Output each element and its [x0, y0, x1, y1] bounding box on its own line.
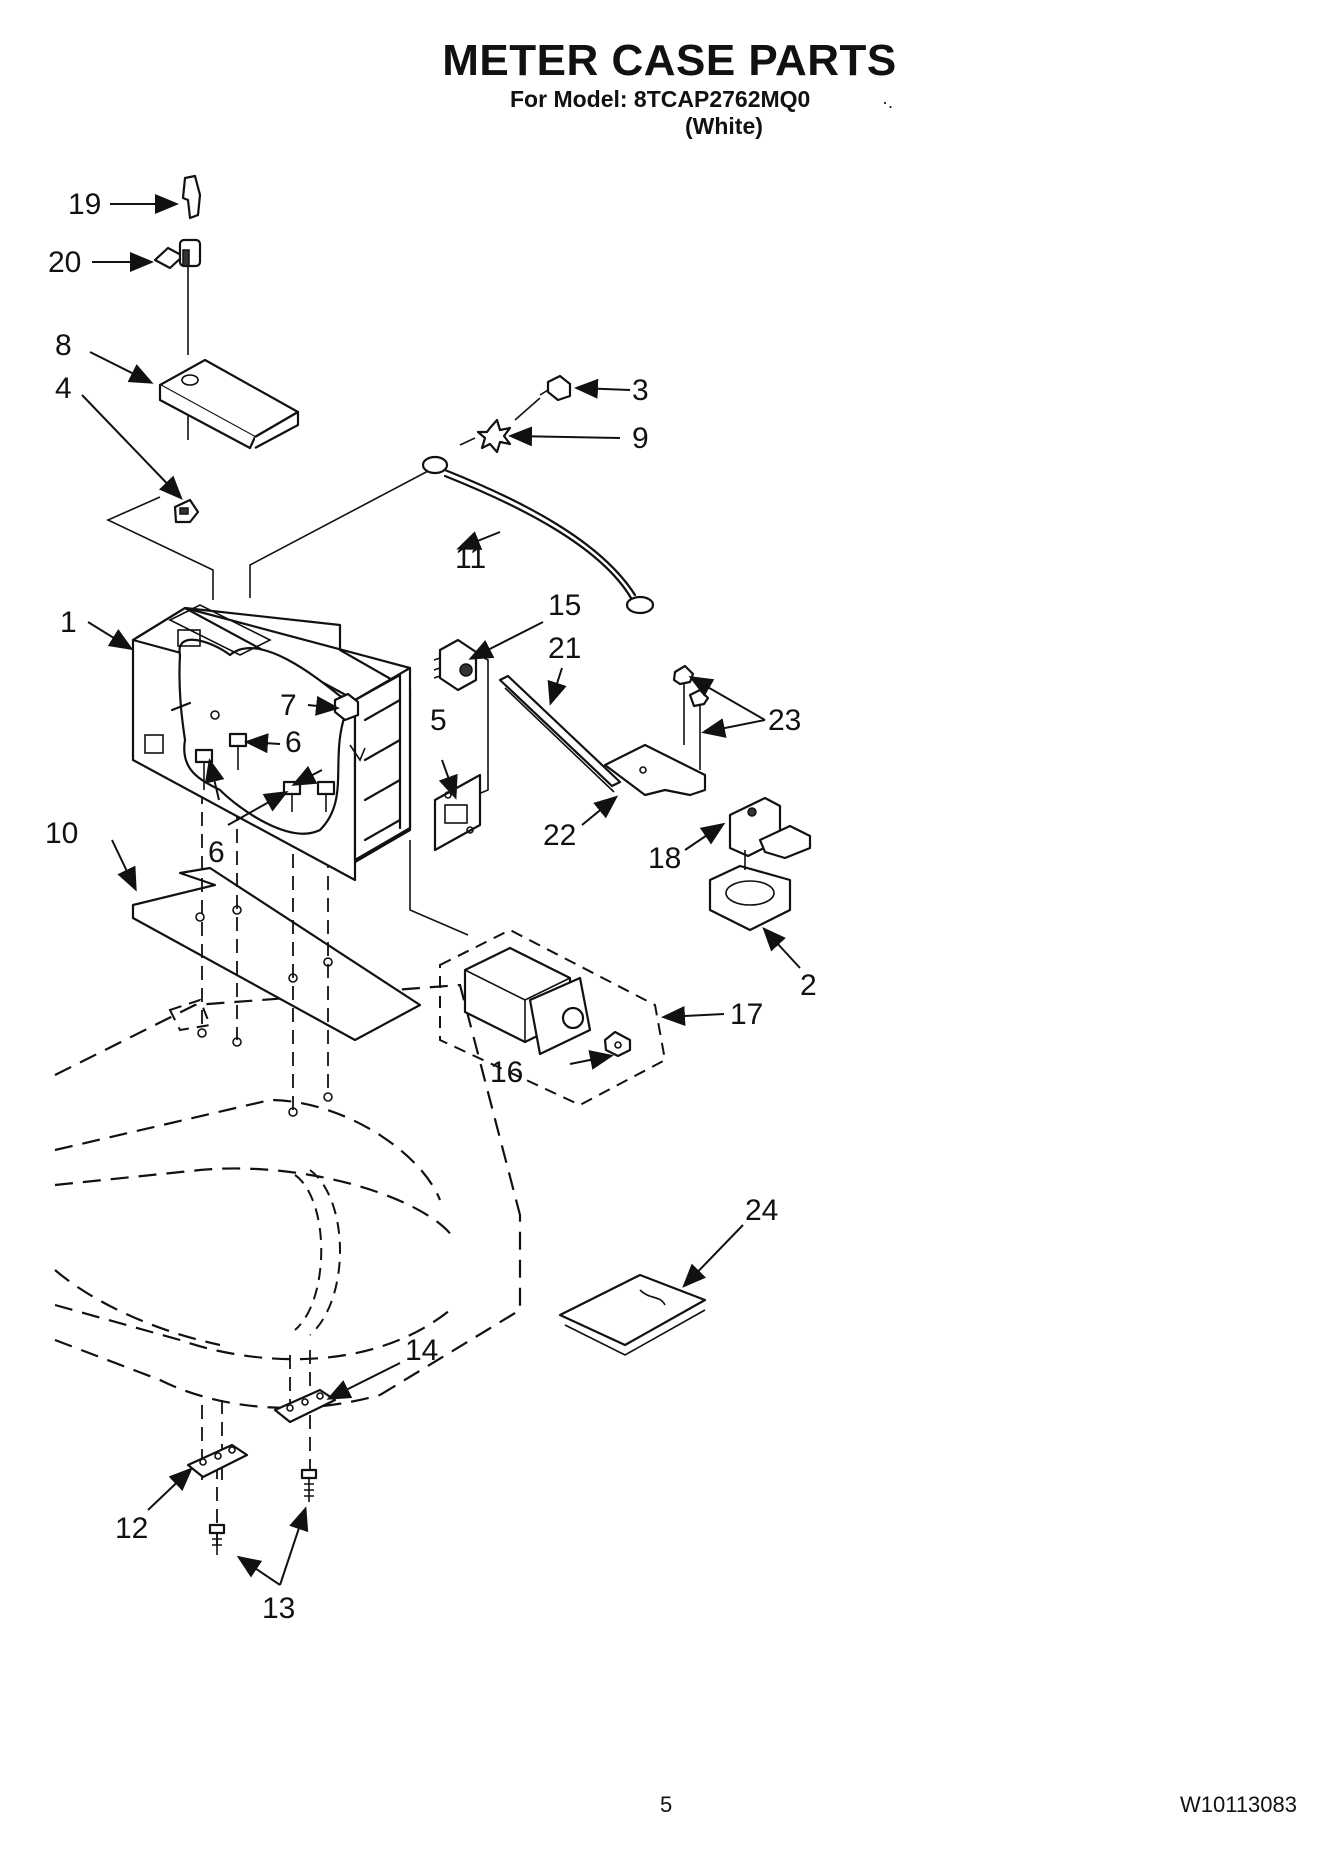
callout-labels: 19 20 8 4 3 9 11 1 15 21 7 6 5 23 10 6 2…	[45, 188, 817, 1625]
part-23-screws	[672, 664, 710, 770]
model-number: For Model: 8TCAP2762MQ0	[510, 86, 811, 112]
callout-13: 13	[262, 1592, 295, 1625]
callout-6b: 6	[208, 836, 225, 869]
part-18-pedal	[728, 796, 812, 860]
callout-1: 1	[60, 606, 77, 639]
part-16-plunger	[603, 1030, 632, 1058]
document-number: W10113083	[1179, 1792, 1297, 1817]
leader-arrows	[81, 194, 801, 1586]
callout-9: 9	[632, 422, 649, 455]
part-9-star-washer	[459, 397, 541, 454]
callout-4: 4	[55, 372, 72, 405]
part-13-screws	[208, 1468, 318, 1555]
callout-19: 19	[68, 188, 101, 221]
part-21-rod	[498, 674, 622, 793]
part-20-lock	[153, 238, 202, 270]
part-4-clip	[173, 498, 200, 524]
callout-24: 24	[745, 1194, 778, 1227]
model-variant: (White)	[685, 113, 763, 139]
part-10-insulator	[131, 866, 422, 1042]
page-title: METER CASE PARTS	[442, 36, 897, 85]
callout-8: 8	[55, 329, 72, 362]
callout-11: 11	[455, 542, 486, 575]
part-8-cover-plate	[158, 358, 300, 450]
part-5-bracket	[433, 773, 482, 852]
callout-15: 15	[548, 589, 581, 622]
callout-5: 5	[430, 704, 447, 737]
callout-22: 22	[543, 819, 576, 852]
callout-23: 23	[768, 704, 801, 737]
part-19-hook	[181, 174, 202, 220]
callout-3: 3	[632, 374, 649, 407]
part-14-plate	[273, 1388, 337, 1424]
callout-21: 21	[548, 632, 581, 665]
callout-14: 14	[405, 1334, 438, 1367]
part-24-literature	[558, 1273, 707, 1356]
callout-10: 10	[45, 817, 78, 850]
callout-2: 2	[800, 969, 817, 1002]
part-2-cup	[708, 850, 792, 932]
stray-mark: ·.	[882, 92, 893, 112]
callout-7: 7	[280, 689, 297, 722]
callout-18: 18	[648, 842, 681, 875]
washer-top-outline	[54, 983, 522, 1409]
callout-16: 16	[490, 1056, 523, 1089]
part-17-solenoid-assembly	[439, 928, 667, 1107]
part-3-screw	[539, 374, 572, 402]
callout-6a: 6	[285, 726, 302, 759]
part-7-nut	[333, 692, 360, 722]
part-12-plate	[186, 1443, 249, 1479]
callout-17: 17	[730, 998, 763, 1031]
callout-20: 20	[48, 246, 81, 279]
part-15-switch	[433, 638, 478, 692]
part-22-plate	[603, 743, 707, 797]
part-11-ground-wire	[421, 455, 655, 615]
page-number: 5	[660, 1792, 673, 1817]
callout-12: 12	[115, 1512, 148, 1545]
